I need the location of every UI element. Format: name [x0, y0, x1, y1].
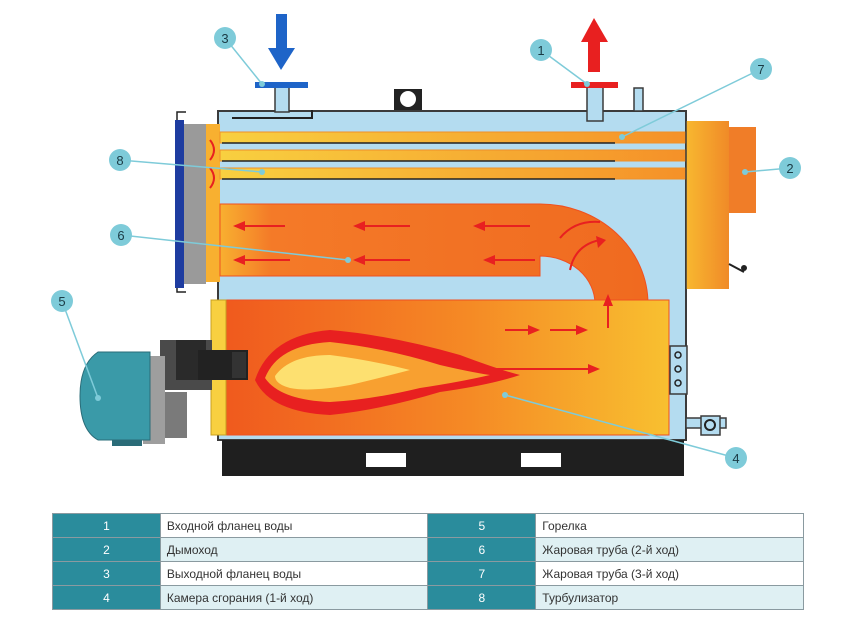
water-outlet-arrow-icon — [581, 18, 608, 72]
flow-arrows — [209, 139, 613, 374]
legend-row: 1 Входной фланец воды 5 Горелка — [52, 513, 804, 538]
svg-text:8: 8 — [116, 153, 123, 168]
flame-icon — [255, 330, 520, 415]
legend-label: Входной фланец воды — [159, 513, 429, 538]
legend-number: 2 — [52, 537, 161, 562]
svg-text:6: 6 — [117, 228, 124, 243]
callout-5: 5 — [51, 290, 73, 312]
lifting-eye — [394, 89, 422, 112]
water-inlet-flange — [232, 82, 313, 119]
callout-lines — [61, 37, 791, 459]
legend-label: Горелка — [535, 513, 804, 538]
chimney — [685, 121, 756, 289]
third-pass-tubes — [219, 131, 693, 180]
legend-number: 7 — [427, 561, 537, 586]
svg-text:4: 4 — [732, 451, 739, 466]
drain-fitting — [685, 415, 727, 436]
water-outlet-flange — [571, 82, 644, 122]
callout-4: 4 — [725, 447, 747, 469]
callout-8: 8 — [109, 149, 131, 171]
callout-2: 2 — [779, 157, 801, 179]
legend-label: Жаровая труба (2-й ход) — [535, 537, 804, 562]
svg-text:3: 3 — [221, 31, 228, 46]
legend-number: 3 — [52, 561, 161, 586]
svg-text:7: 7 — [757, 62, 764, 77]
boiler-diagram: 1 2 3 4 5 6 7 8 — [51, 14, 801, 476]
callout-6: 6 — [110, 224, 132, 246]
callout-3: 3 — [214, 27, 236, 49]
legend-label: Дымоход — [159, 537, 429, 562]
legend-number: 8 — [427, 585, 537, 610]
legend-row: 2 Дымоход 6 Жаровая труба (2-й ход) — [52, 537, 804, 562]
legend-label: Турбулизатор — [535, 585, 804, 610]
legend-row: 4 Камера сгорания (1-й ход) 8 Турбулизат… — [52, 585, 804, 610]
svg-text:2: 2 — [786, 161, 793, 176]
svg-text:1: 1 — [537, 43, 544, 58]
base-frame — [222, 440, 684, 476]
legend-number: 4 — [52, 585, 161, 610]
callout-dots — [95, 81, 748, 401]
water-inlet-arrow-icon — [268, 14, 295, 70]
legend-label: Камера сгорания (1-й ход) — [159, 585, 429, 610]
callout-7: 7 — [750, 58, 772, 80]
legend-table: 1 Входной фланец воды 5 Горелка 2 Дымохо… — [52, 513, 804, 610]
legend-number: 5 — [427, 513, 537, 538]
callout-1: 1 — [530, 39, 552, 61]
legend-row: 3 Выходной фланец воды 7 Жаровая труба (… — [52, 561, 804, 586]
svg-text:5: 5 — [58, 294, 65, 309]
legend-number: 1 — [52, 513, 161, 538]
legend-number: 6 — [427, 537, 537, 562]
legend-label: Жаровая труба (3-й ход) — [535, 561, 804, 586]
legend-label: Выходной фланец воды — [159, 561, 429, 586]
burner-icon — [79, 340, 248, 446]
rear-plate — [669, 345, 688, 395]
front-door — [175, 111, 220, 293]
